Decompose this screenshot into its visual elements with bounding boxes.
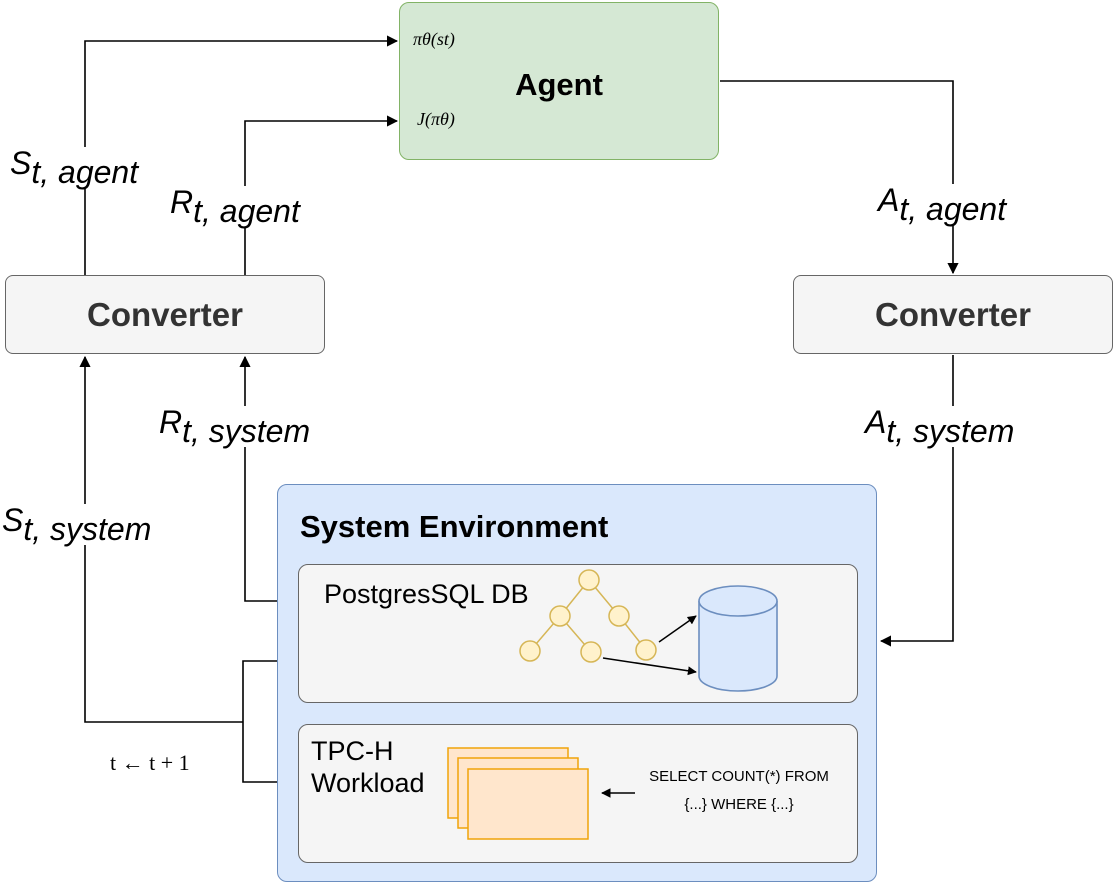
query-card: [466, 767, 589, 840]
reward-agent-label: Rt, agent: [168, 184, 302, 229]
right-converter-label: Converter: [875, 295, 1031, 333]
sql-query-line-2: {...} WHERE {...}: [684, 796, 794, 813]
workload-box: TPC-H Workload SELECT COUNT(*) FROM {...…: [298, 724, 858, 863]
reward-system-label: Rt, system: [157, 404, 313, 449]
database-cylinder-icon: [697, 584, 778, 692]
database-box: PostgresSQL DB: [298, 564, 858, 703]
state-system-arrow: [79, 355, 243, 723]
policy-label: πθ(st): [413, 29, 455, 49]
system-environment-box: System Environment PostgresSQL DB: [277, 484, 877, 882]
sql-query-text: SELECT COUNT(*) FROM {...} WHERE {...}: [629, 763, 849, 819]
state-agent-label: St, agent: [8, 145, 141, 190]
objective-label: J(πθ): [417, 109, 455, 129]
action-system-arrow: [879, 355, 954, 647]
action-system-label: At, system: [863, 404, 1017, 449]
right-converter-box: Converter: [793, 275, 1113, 354]
database-title: PostgresSQL DB: [324, 579, 529, 609]
plan-node: [518, 639, 541, 662]
left-converter-label: Converter: [87, 295, 243, 333]
state-system-label: St, system: [0, 502, 154, 547]
plan-node: [577, 568, 600, 591]
action-agent-arrow: [720, 80, 959, 275]
workload-title: TPC-H Workload: [311, 736, 425, 798]
environment-title: System Environment: [300, 509, 609, 544]
reward-system-arrow: [239, 355, 277, 602]
workload-graphic: [446, 746, 635, 840]
agent-box: πθ(st) Agent J(πθ): [399, 2, 719, 160]
plan-node: [579, 640, 602, 663]
plan-node: [548, 604, 571, 627]
plan-node: [607, 604, 630, 627]
sql-query-line-1: SELECT COUNT(*) FROM: [649, 768, 829, 785]
state-bracket: [242, 660, 277, 783]
left-converter-box: Converter: [5, 275, 325, 354]
plan-node: [634, 638, 657, 661]
agent-title: Agent: [515, 67, 603, 102]
time-step-label: t ← t + 1: [110, 750, 190, 775]
state-agent-arrow: [84, 35, 399, 275]
query-plan-graphic: [518, 568, 778, 692]
action-agent-label: At, agent: [876, 182, 1009, 227]
